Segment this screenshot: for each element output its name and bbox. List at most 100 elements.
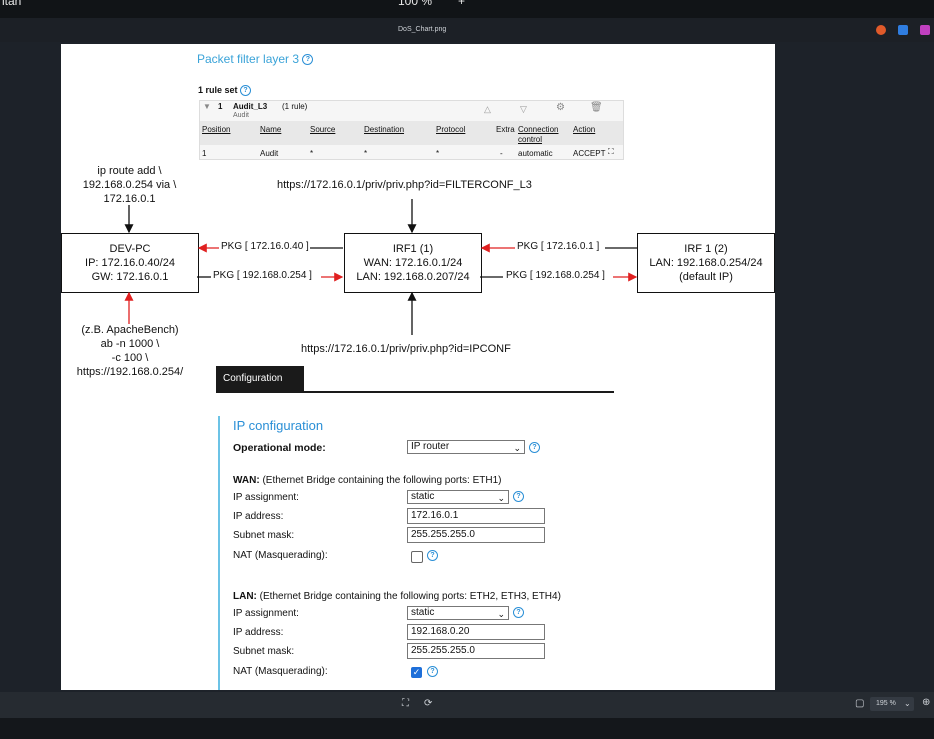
lan-nat-label: NAT (Masquerading): bbox=[233, 666, 328, 677]
lan-assign-select[interactable]: static ⌄ bbox=[407, 606, 509, 620]
chevron-down-icon: ⌄ bbox=[497, 493, 505, 503]
help-icon[interactable]: ? bbox=[302, 54, 314, 66]
pkg-label: PKG [ 192.168.0.254 ] bbox=[213, 270, 312, 281]
column-name[interactable]: Name bbox=[260, 125, 282, 134]
url-ipconf: https://172.16.0.1/priv/priv.php?id=IPCO… bbox=[301, 343, 511, 355]
edit-icon[interactable] bbox=[898, 25, 908, 35]
wan-mask-input[interactable]: 255.255.255.0 bbox=[407, 527, 545, 543]
route-note-line: ip route add \ bbox=[97, 165, 162, 177]
settings-icon[interactable]: ⚙ bbox=[556, 102, 565, 113]
rule-set-rule-count: (1 rule) bbox=[282, 102, 308, 111]
route-note-line: 172.16.0.1 bbox=[103, 193, 156, 205]
row-name[interactable]: Audit bbox=[260, 149, 279, 158]
fit-icon[interactable]: ⛶ bbox=[402, 698, 409, 709]
rule-set-name[interactable]: Audit_L3 bbox=[233, 102, 268, 111]
rule-set-count: 1 rule set ? bbox=[198, 85, 252, 97]
column-position[interactable]: Position bbox=[202, 125, 231, 134]
viewer-toolbar: ⛶ ⟳ ▢ 195 % ⌄ ⊕ bbox=[0, 692, 934, 718]
irf1-line: IRF1 (1) bbox=[392, 243, 434, 255]
wan-nat-checkbox[interactable] bbox=[411, 551, 423, 563]
packet-filter-title-text: Packet filter layer 3 bbox=[197, 52, 300, 66]
share-icon[interactable] bbox=[876, 25, 886, 35]
move-down-icon[interactable]: ▽ bbox=[520, 104, 527, 114]
lan-title: LAN: (Ethernet Bridge containing the fol… bbox=[233, 591, 561, 602]
op-mode-select[interactable]: IP router ⌄ bbox=[407, 440, 525, 454]
wan-nat-label: NAT (Masquerading): bbox=[233, 550, 328, 561]
zoom-value: 195 % bbox=[876, 700, 896, 707]
column-connection-control[interactable]: Connection control bbox=[518, 125, 559, 144]
rotate-icon[interactable]: ⟳ bbox=[424, 698, 433, 709]
rule-set-index: 1 bbox=[218, 102, 223, 111]
diagram-arrows bbox=[124, 199, 638, 335]
zoom-icon[interactable]: ⊕ bbox=[922, 697, 931, 708]
footer-bar bbox=[0, 718, 934, 739]
help-icon[interactable]: ? bbox=[427, 550, 438, 561]
delete-icon[interactable]: 🗑 bbox=[590, 102, 603, 113]
zoom-readout: 100 % bbox=[398, 0, 433, 8]
irf2-box: IRF 1 (2) LAN: 192.168.0.254/24 (default… bbox=[637, 233, 775, 293]
bench-note-line: ab -n 1000 \ bbox=[100, 338, 160, 350]
row-action: ACCEPT bbox=[573, 149, 606, 158]
help-icon[interactable]: ? bbox=[427, 666, 438, 677]
lan-mask-label: Subnet mask: bbox=[233, 646, 295, 657]
bench-note-line: https://192.168.0.254/ bbox=[76, 366, 184, 378]
dev-pc-box: DEV-PC IP: 172.16.0.40/24 GW: 172.16.0.1 bbox=[61, 233, 199, 293]
move-up-icon[interactable]: △ bbox=[484, 104, 491, 114]
binoculars-icon[interactable]: ⛶ bbox=[608, 147, 614, 156]
lan-assign-value: static bbox=[411, 607, 435, 618]
viewer-title-bar: DoS_Chart.png bbox=[0, 18, 934, 42]
dev-pc-line: DEV-PC bbox=[109, 243, 151, 255]
chevron-down-icon: ⌄ bbox=[513, 443, 521, 453]
wan-title: WAN: (Ethernet Bridge containing the fol… bbox=[233, 475, 501, 486]
irf1-line: WAN: 172.16.0.1/24 bbox=[363, 257, 463, 269]
dev-pc-line: GW: 172.16.0.1 bbox=[91, 271, 169, 283]
column-source[interactable]: Source bbox=[310, 125, 336, 134]
route-note: ip route add \ 192.168.0.254 via \ 172.1… bbox=[77, 164, 182, 206]
dev-pc-line: IP: 172.16.0.40/24 bbox=[85, 257, 175, 269]
bench-note: (z.B. ApacheBench) ab -n 1000 \ -c 100 \… bbox=[63, 323, 197, 379]
pkg-label: PKG [ 172.16.0.40 ] bbox=[221, 241, 309, 252]
section-border bbox=[218, 416, 220, 690]
wan-assign-value: static bbox=[411, 491, 435, 502]
help-icon[interactable]: ? bbox=[513, 491, 524, 502]
document-page: Packet filter layer 3 ? 1 rule set ? ▼ 1… bbox=[61, 44, 775, 690]
help-icon[interactable]: ? bbox=[513, 607, 524, 618]
pkg-label: PKG [ 192.168.0.254 ] bbox=[506, 270, 605, 281]
fullscreen-icon[interactable]: ▢ bbox=[855, 698, 865, 709]
wan-mask-label: Subnet mask: bbox=[233, 530, 295, 541]
zoom-select[interactable]: 195 % ⌄ bbox=[870, 697, 914, 711]
bench-note-line: -c 100 \ bbox=[111, 352, 149, 364]
column-extra: Extra bbox=[496, 125, 515, 134]
url-filterconf: https://172.16.0.1/priv/priv.php?id=FILT… bbox=[277, 179, 532, 191]
column-protocol[interactable]: Protocol bbox=[436, 125, 466, 134]
lan-assign-label: IP assignment: bbox=[233, 608, 299, 619]
rule-set-subtitle: Audit bbox=[233, 112, 249, 119]
zoom-in-button[interactable]: + bbox=[458, 0, 466, 8]
wan-ip-input[interactable]: 172.16.0.1 bbox=[407, 508, 545, 524]
help-icon[interactable]: ? bbox=[529, 442, 540, 453]
file-name: DoS_Chart.png bbox=[398, 26, 447, 33]
collapse-arrow-icon[interactable]: ▼ bbox=[203, 102, 211, 111]
top-bar: ltan 100 % + bbox=[0, 0, 934, 18]
rule-set-table: ▼ 1 Audit_L3 (1 rule) Audit △ ▽ ⚙ 🗑 Posi… bbox=[199, 100, 624, 160]
help-icon[interactable]: ? bbox=[240, 85, 252, 97]
chevron-down-icon: ⌄ bbox=[904, 699, 911, 708]
column-action[interactable]: Action bbox=[573, 125, 596, 134]
wan-assign-label: IP assignment: bbox=[233, 492, 299, 503]
irf1-box: IRF1 (1) WAN: 172.16.0.1/24 LAN: 192.168… bbox=[344, 233, 482, 293]
chevron-down-icon: ⌄ bbox=[497, 609, 505, 619]
lan-nat-checkbox[interactable]: ✓ bbox=[411, 667, 422, 678]
irf2-line: (default IP) bbox=[679, 271, 733, 283]
pkg-label: PKG [ 172.16.0.1 ] bbox=[517, 241, 600, 252]
tab-configuration[interactable]: Configuration bbox=[216, 366, 304, 391]
column-destination[interactable]: Destination bbox=[364, 125, 405, 134]
lan-title-bold: LAN: bbox=[233, 591, 257, 602]
lan-ip-input[interactable]: 192.168.0.20 bbox=[407, 624, 545, 640]
top-left-text: ltan bbox=[2, 0, 22, 8]
irf2-line: LAN: 192.168.0.254/24 bbox=[649, 257, 763, 269]
apps-icon[interactable] bbox=[920, 25, 930, 35]
row-connection-control: automatic bbox=[518, 149, 553, 158]
wan-assign-select[interactable]: static ⌄ bbox=[407, 490, 509, 504]
lan-mask-input[interactable]: 255.255.255.0 bbox=[407, 643, 545, 659]
ip-config-heading: IP configuration bbox=[233, 418, 324, 433]
